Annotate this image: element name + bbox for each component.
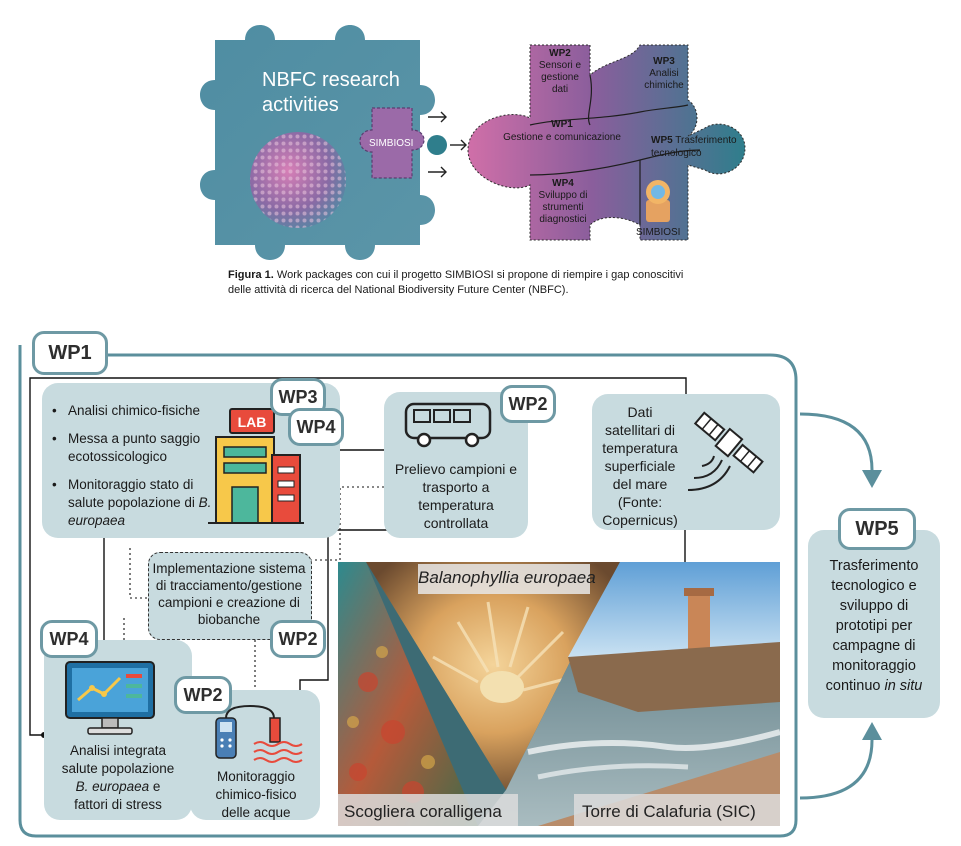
- satellite-icon: [687, 411, 764, 491]
- nbfc-title: NBFC research activities: [262, 68, 400, 118]
- lab-activities-list: Analisi chimico-fisiche Messa a punto sa…: [50, 402, 220, 540]
- wp4-piece-code: WP4: [552, 178, 574, 189]
- photo-label-balanophyllia: Balanophyllia europaea: [418, 568, 596, 587]
- photo-collage: [338, 562, 780, 826]
- nbfc-title-line1: NBFC research: [262, 69, 400, 91]
- monitor-chart-icon: [65, 661, 155, 735]
- analysis-tag: WP4: [40, 620, 98, 658]
- caption-bold: Figura 1.: [228, 269, 274, 281]
- analysis-line3: B. europaea e: [46, 778, 190, 796]
- caption-line1: Work packages con cui il progetto SIMBIO…: [273, 269, 684, 281]
- tracking-text: Implementazione sistema di tracciamento/…: [152, 561, 306, 627]
- wp1-piece-text: Gestione e comunicazione: [503, 132, 621, 143]
- analysis-line2: salute popolazione: [61, 761, 175, 776]
- photo-label-scogliera: Scogliera coralligena: [344, 802, 502, 821]
- lab-tag-wp4: WP4: [288, 408, 344, 446]
- wp1-tag: WP1: [32, 331, 108, 375]
- lab-item-monitor-text: Monitoraggio stato di salute popolazione…: [68, 477, 195, 510]
- tracking-box: [148, 552, 312, 640]
- wp5-text-main: Trasferimento tecnologico e sviluppo di …: [825, 558, 919, 694]
- simbiosi-piece-label: SIMBIOSI: [369, 138, 414, 149]
- analysis-line4: fattori di stress: [74, 797, 162, 812]
- lab-item-monitor-species: B. europaea: [68, 495, 212, 528]
- lab-item-eco: Messa a punto saggio ecotossicologico: [50, 430, 220, 466]
- nbfc-title-line2: activities: [262, 94, 339, 116]
- wp3-piece-text: Analisi chimiche: [644, 68, 684, 91]
- transport-text: Prelievo campioni e trasporto a temperat…: [394, 461, 518, 531]
- wp1-piece-label: WP1 Gestione e comunicazione: [492, 118, 632, 144]
- lab-item-chem: Analisi chimico-fisiche: [50, 402, 220, 420]
- photo-label-torre: Torre di Calafuria (SIC): [582, 802, 756, 821]
- wp2-piece-label: WP2 Sensori e gestione dati: [532, 48, 588, 96]
- simbiosi-corner-label: SIMBIOSI: [636, 227, 681, 238]
- analysis-line3-rest: e: [149, 779, 161, 794]
- wp5-piece-code: WP5: [651, 135, 673, 146]
- water-tag: WP2: [174, 676, 232, 714]
- wp5-tag: WP5: [838, 508, 916, 550]
- satellite-text: Dati satellitari di temperatura superfic…: [602, 404, 678, 528]
- wp4-piece-label: WP4 Sviluppo di strumenti diagnostici: [532, 178, 594, 226]
- analysis-line1: Analisi integrata: [69, 743, 167, 758]
- analysis-text: Analisi integrata salute popolazione B. …: [46, 742, 190, 814]
- figure1-illustration: [200, 25, 746, 260]
- lab-building-icon: LAB: [208, 408, 304, 524]
- transport-tag: WP2: [500, 385, 556, 423]
- wp3-piece-code: WP3: [653, 56, 675, 67]
- wp3-piece-label: WP3 Analisi chimiche: [640, 56, 688, 92]
- analysis-species: B. europaea: [75, 779, 150, 794]
- bus-icon: [404, 402, 492, 448]
- wp5-text-italic: in situ: [884, 678, 923, 694]
- figure1-caption: Figura 1. Work packages con cui il proge…: [228, 268, 788, 298]
- wp4-piece-text: Sviluppo di strumenti diagnostici: [538, 190, 588, 225]
- lab-item-monitor: Monitoraggio stato di salute popolazione…: [50, 476, 220, 530]
- photo-collage-art: [338, 562, 780, 826]
- simbiosi-small-piece: [359, 107, 425, 179]
- wp5-text: Trasferimento tecnologico e sviluppo di …: [812, 556, 936, 696]
- wp2-piece-code: WP2: [549, 48, 571, 59]
- wp5-piece-text: Trasferimento tecnologico: [651, 135, 737, 159]
- tracking-tag: WP2: [270, 620, 326, 658]
- water-text: Monitoraggio chimico-fisico delle acque: [215, 769, 297, 820]
- water-probe-icon: [215, 704, 303, 763]
- wp5-piece-label: WP5 Trasferimento tecnologico: [651, 134, 747, 160]
- lab-sign-text: LAB: [238, 414, 267, 430]
- caption-line2: delle attività di ricerca del National B…: [228, 284, 569, 296]
- work-packages-puzzle: [467, 44, 746, 241]
- wp1-piece-code: WP1: [551, 119, 573, 130]
- wp2-piece-text: Sensori e gestione dati: [538, 60, 582, 95]
- wp5-box: [808, 530, 940, 718]
